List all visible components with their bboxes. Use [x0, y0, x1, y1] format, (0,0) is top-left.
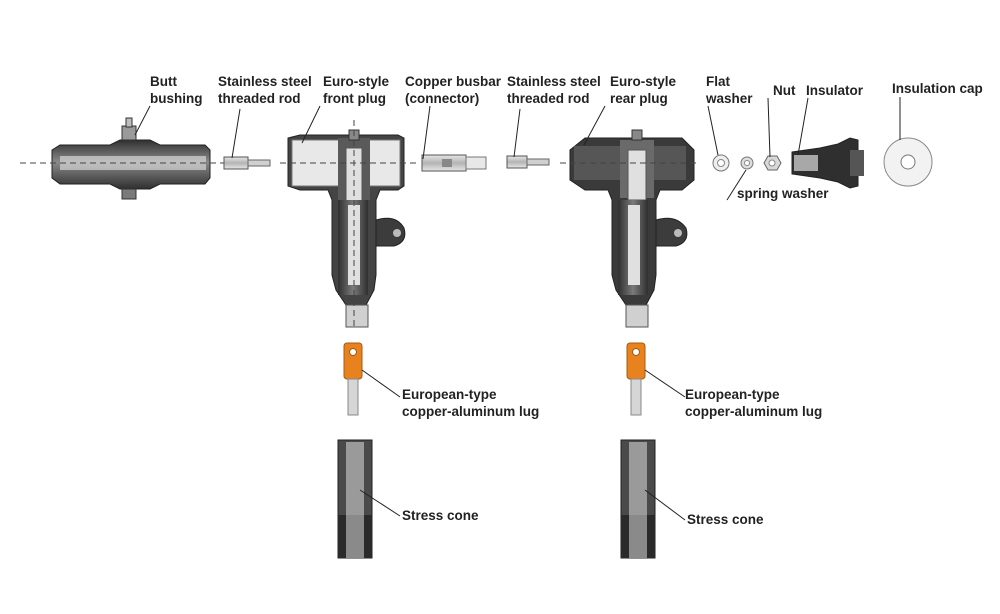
- butt-bushing-part: [20, 117, 240, 200]
- label-busbar-2: (connector): [405, 91, 479, 106]
- rear-plug-part: [560, 129, 700, 328]
- label-lug2-1: European-type: [685, 387, 780, 402]
- label-rear-plug-1: Euro-style: [610, 74, 677, 89]
- label-front-plug-2: front plug: [323, 91, 386, 106]
- label-lug1-1: European-type: [402, 387, 497, 402]
- label-flat-washer-1: Flat: [706, 74, 731, 89]
- insulator-part: [791, 137, 864, 189]
- label-rod1-1: Stainless steel: [218, 74, 312, 89]
- front-plug-part: [280, 120, 420, 330]
- label-butt-bushing-2: bushing: [150, 91, 203, 106]
- label-insulator: Insulator: [806, 83, 864, 98]
- label-insulation-cap: Insulation cap: [892, 81, 983, 96]
- stress-cone-1-part: [337, 439, 373, 559]
- label-nut: Nut: [773, 83, 796, 98]
- spring-washer-part: [740, 156, 754, 170]
- copper-busbar-part: [421, 154, 487, 172]
- labels: Butt bushing Stainless steel threaded ro…: [150, 74, 983, 527]
- threaded-rod-2-part: [506, 155, 550, 169]
- label-spring-washer: spring washer: [737, 186, 829, 201]
- threaded-rod-part: [223, 156, 271, 170]
- stress-cone-2-part: [620, 439, 656, 559]
- label-rear-plug-2: rear plug: [610, 91, 668, 106]
- flat-washer-part: [712, 154, 730, 172]
- leader-lines: [134, 97, 901, 521]
- label-stress-cone-1: Stress cone: [402, 508, 479, 523]
- label-front-plug-1: Euro-style: [323, 74, 390, 89]
- label-busbar-1: Copper busbar: [405, 74, 502, 89]
- label-rod2-2: threaded rod: [507, 91, 590, 106]
- label-lug2-2: copper-aluminum lug: [685, 404, 822, 419]
- nut-part: [763, 155, 782, 171]
- lug-1-part: [343, 342, 363, 416]
- label-rod1-2: threaded rod: [218, 91, 301, 106]
- label-butt-bushing-1: Butt: [150, 74, 177, 89]
- label-rod2-1: Stainless steel: [507, 74, 601, 89]
- lug-2-part: [626, 342, 646, 416]
- insulation-cap-part: [883, 137, 933, 187]
- label-stress-cone-2: Stress cone: [687, 512, 764, 527]
- label-lug1-2: copper-aluminum lug: [402, 404, 539, 419]
- label-flat-washer-2: washer: [705, 91, 753, 106]
